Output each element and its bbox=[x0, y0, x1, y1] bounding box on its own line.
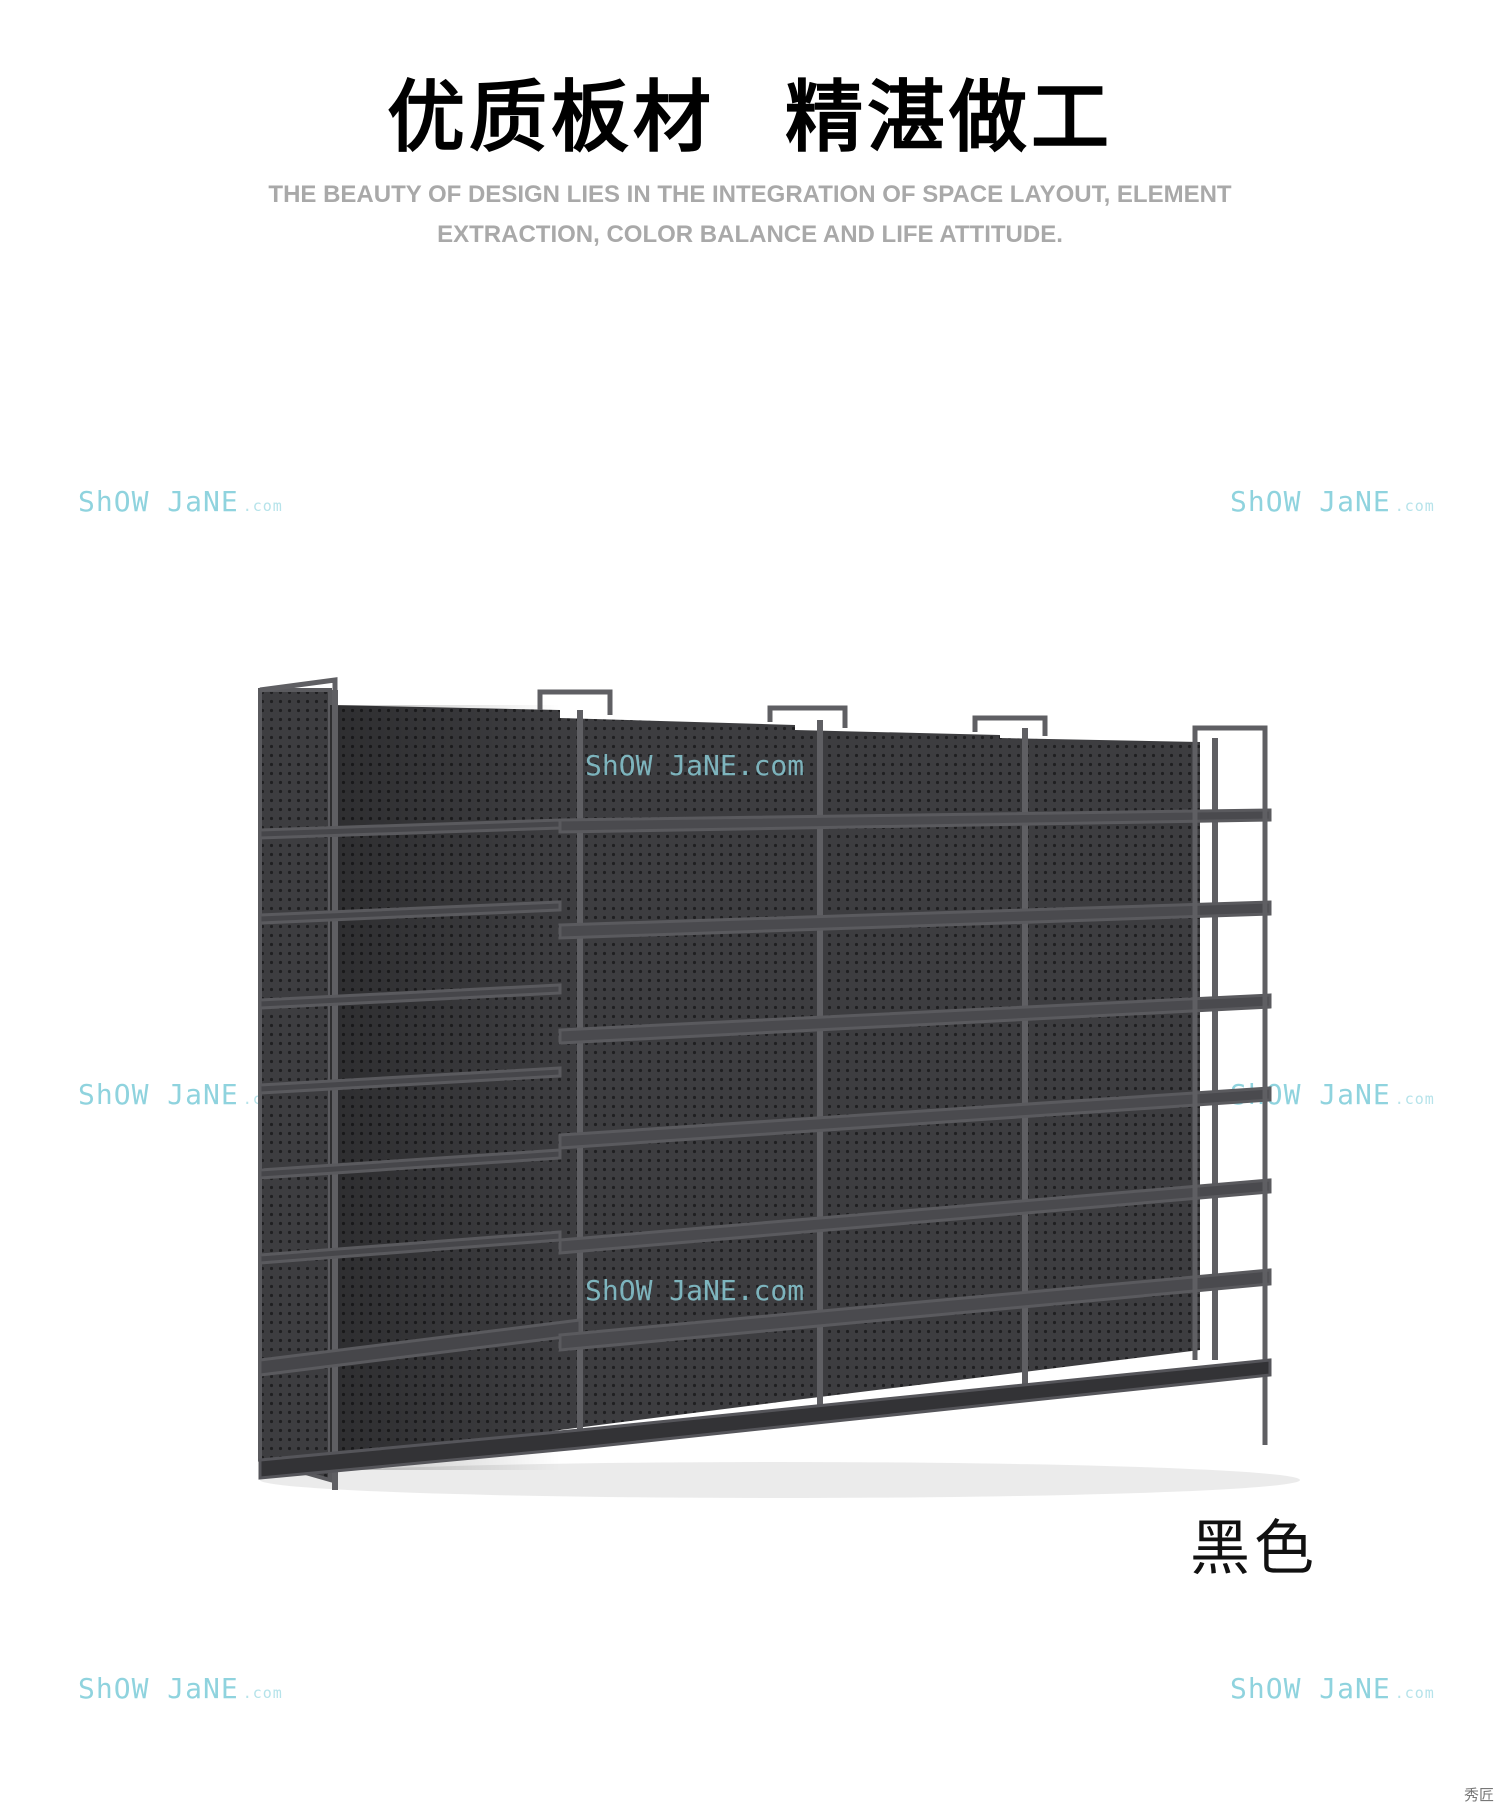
headline: 优质板材精湛做工 bbox=[0, 55, 1500, 167]
watermark: ShOW JaNE.com bbox=[1230, 485, 1435, 518]
tagline-line-2: EXTRACTION, COLOR BALANCE AND LIFE ATTIT… bbox=[437, 221, 1063, 248]
corner-mark: 秀匠 bbox=[1463, 1786, 1494, 1804]
headline-left: 优质板材 bbox=[386, 73, 715, 163]
watermark: ShOW JaNE.com bbox=[1230, 1672, 1435, 1705]
tagline-line-1: THE BEAUTY OF DESIGN LIES IN THE INTEGRA… bbox=[268, 181, 1232, 208]
shelf-product-image: ShOW JaNE.com ShOW JaNE.com bbox=[258, 677, 1300, 1498]
tagline: THE BEAUTY OF DESIGN LIES IN THE INTEGRA… bbox=[150, 175, 1350, 255]
watermark: ShOW JaNE.com bbox=[78, 485, 283, 518]
headline-right: 精湛做工 bbox=[785, 73, 1114, 163]
svg-text:ShOW JaNE.com: ShOW JaNE.com bbox=[585, 1274, 804, 1307]
svg-text:ShOW JaNE.com: ShOW JaNE.com bbox=[585, 749, 804, 782]
watermark: ShOW JaNE.com bbox=[78, 1672, 283, 1705]
color-label: 黑色 bbox=[1190, 1514, 1318, 1584]
